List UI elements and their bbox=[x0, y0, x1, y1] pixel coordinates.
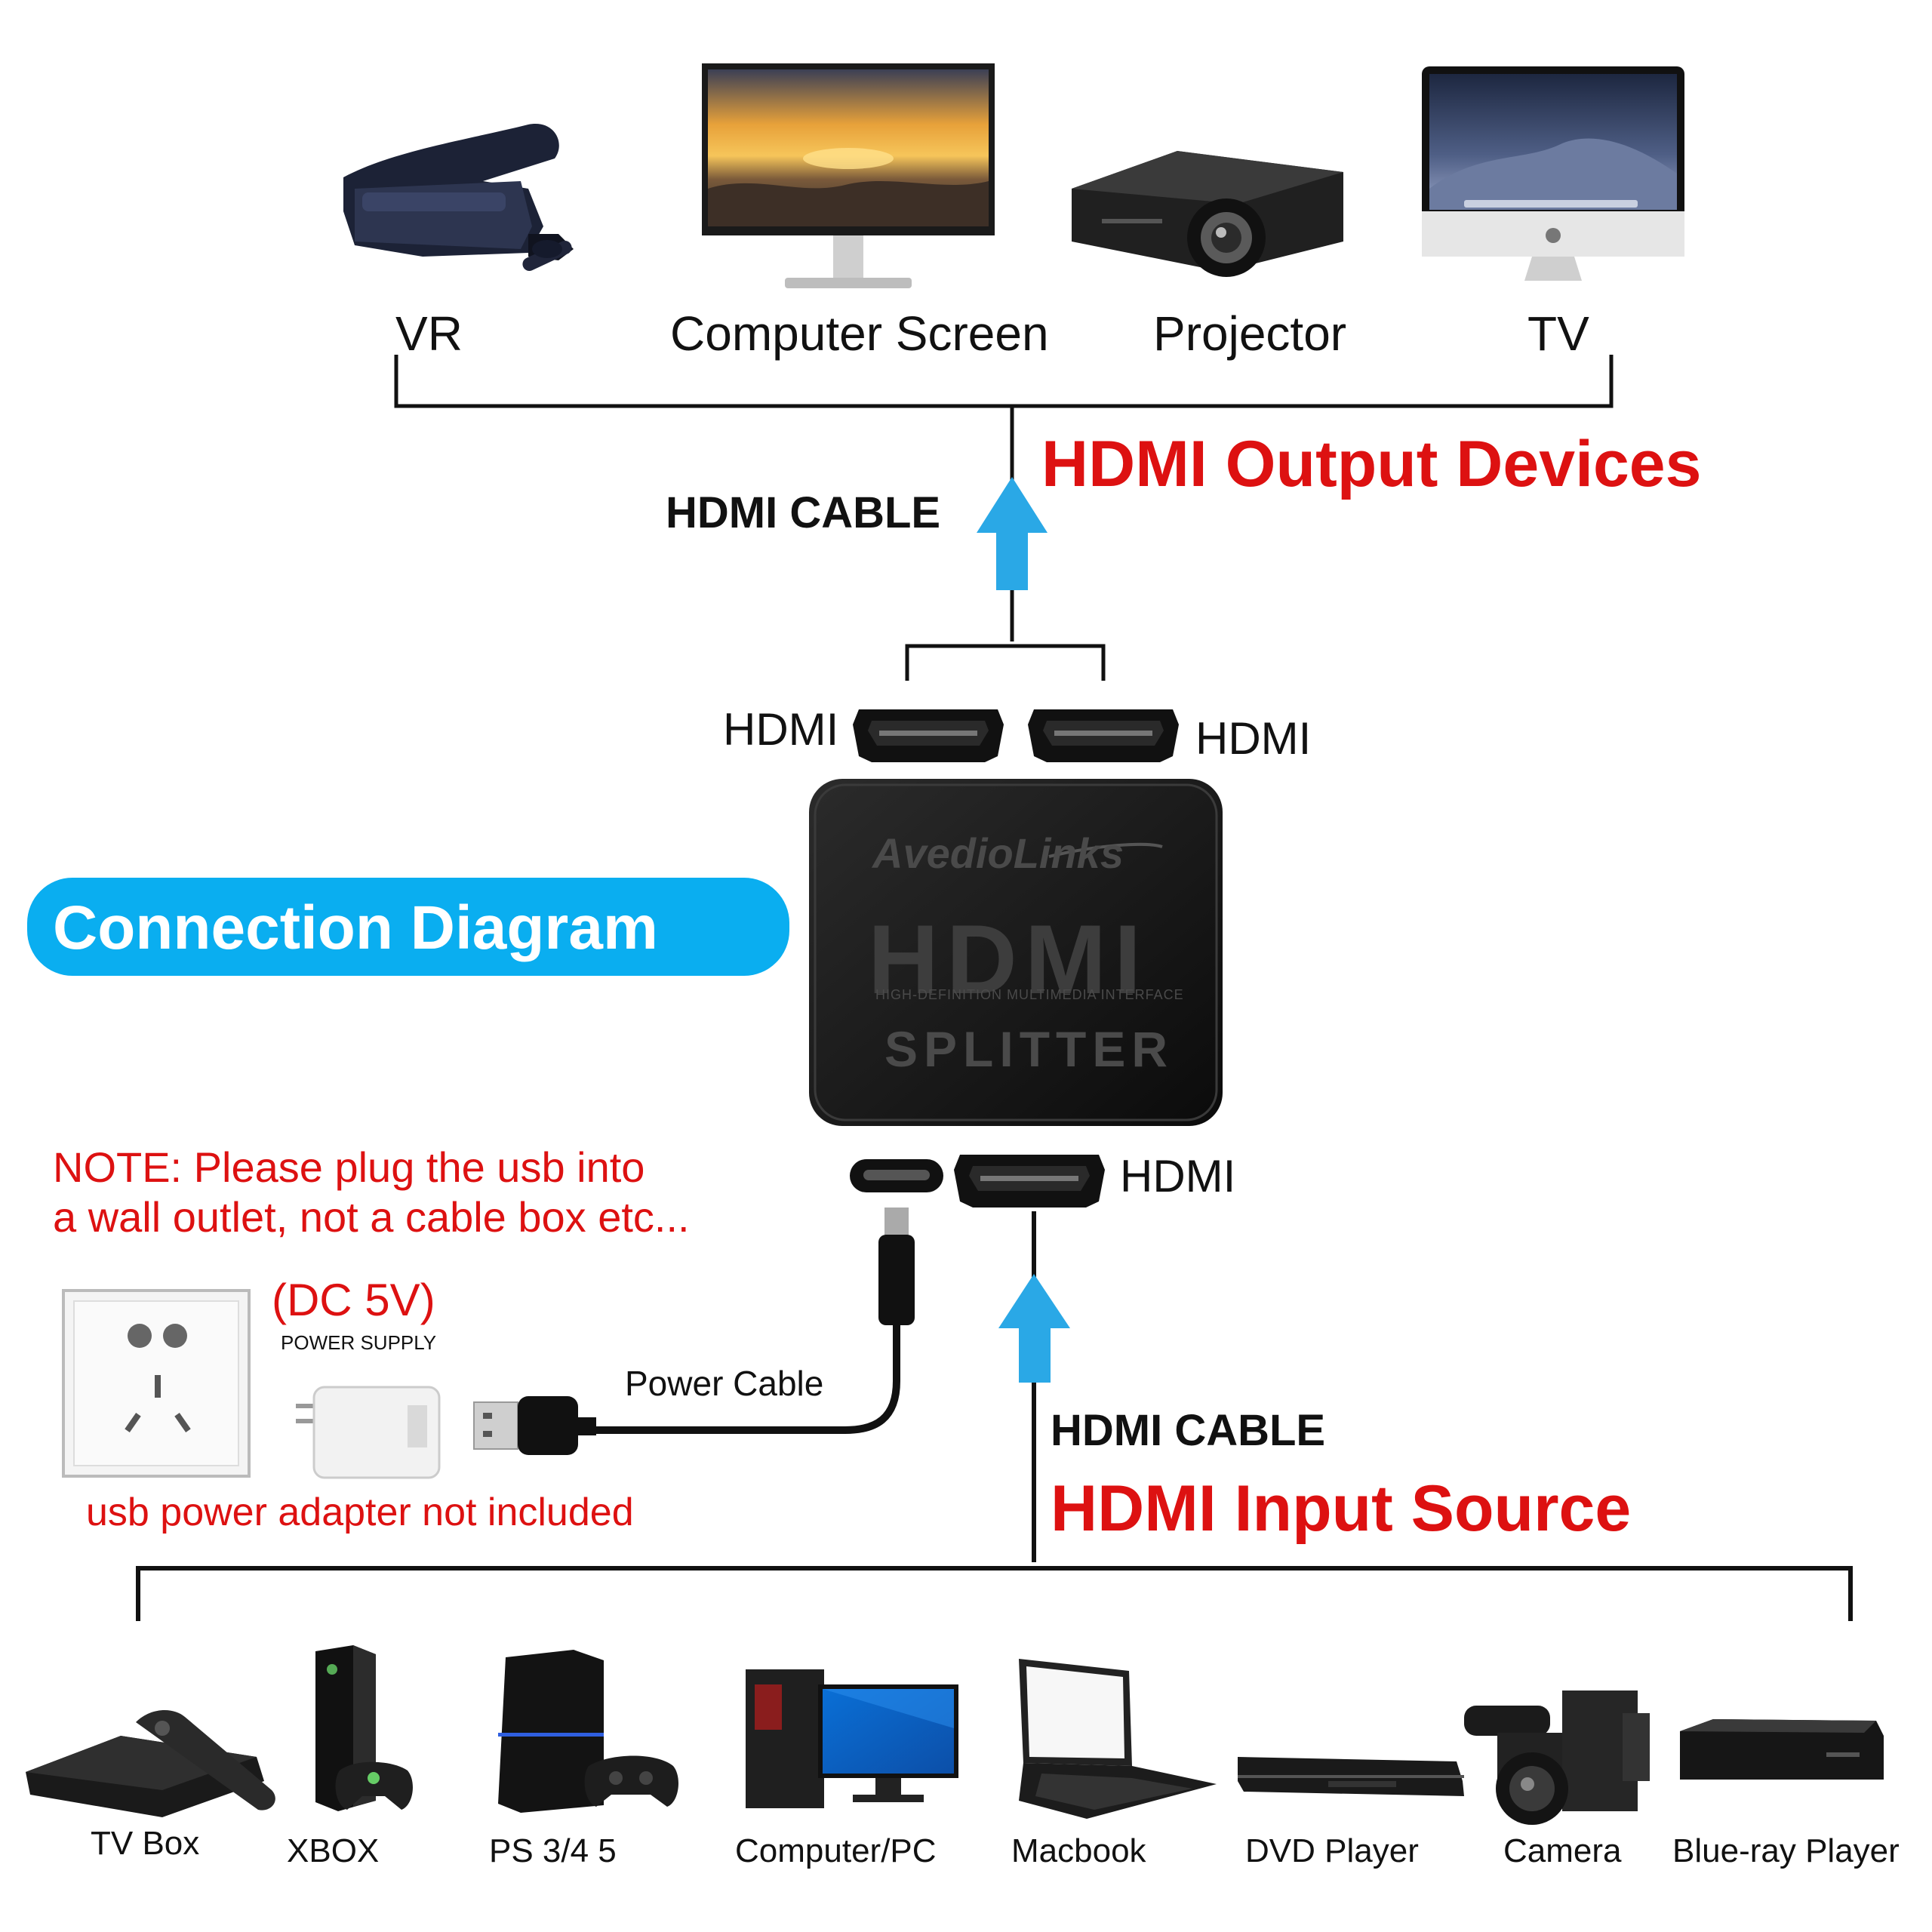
desktop-pc-icon bbox=[746, 1669, 958, 1808]
note-line-2: a wall outlet, not a cable box etc... bbox=[53, 1193, 690, 1241]
hdmi-out-port-right bbox=[1028, 709, 1179, 762]
power-voltage: (DC 5V) bbox=[272, 1275, 435, 1325]
output-devices-heading: HDMI Output Devices bbox=[1041, 428, 1702, 500]
adapter-note: usb power adapter not included bbox=[86, 1491, 634, 1534]
output-device-label-projector: Projector bbox=[1153, 306, 1347, 361]
hdmi-out-right-label: HDMI bbox=[1195, 713, 1312, 764]
vr-headset-icon bbox=[343, 124, 574, 271]
note-line-1: NOTE: Please plug the usb into bbox=[53, 1143, 645, 1191]
output-device-label-computer-screen: Computer Screen bbox=[670, 306, 1049, 361]
input-source-heading: HDMI Input Source bbox=[1051, 1472, 1632, 1545]
laptop-icon bbox=[1019, 1659, 1217, 1819]
splitter-brand: AvedioLinks bbox=[872, 829, 1124, 877]
video-camera-icon bbox=[1464, 1690, 1650, 1825]
output-device-label-vr: VR bbox=[395, 306, 463, 361]
input-label-ps: PS 3/4 5 bbox=[489, 1832, 617, 1869]
bluray-player-icon bbox=[1680, 1719, 1884, 1780]
input-cable-label: HDMI CABLE bbox=[1051, 1406, 1326, 1455]
hdmi-out-port-left bbox=[853, 709, 1004, 762]
wall-outlet-icon bbox=[62, 1289, 251, 1478]
output-device-label-tv: TV bbox=[1527, 306, 1589, 361]
splitter-hdmi-logo: HDMI bbox=[868, 904, 1149, 1014]
input-label-computer-pc: Computer/PC bbox=[735, 1832, 937, 1869]
input-label-xbox: XBOX bbox=[287, 1832, 380, 1869]
input-label-macbook: Macbook bbox=[1011, 1832, 1146, 1869]
input-label-tv-box: TV Box bbox=[91, 1825, 200, 1862]
hdmi-in-label: HDMI bbox=[1120, 1151, 1236, 1201]
power-cable-label: Power Cable bbox=[625, 1364, 824, 1403]
input-arrow bbox=[998, 1274, 1070, 1383]
output-cable-label: HDMI CABLE bbox=[666, 488, 941, 537]
power-supply-label: POWER SUPPLY bbox=[281, 1331, 437, 1354]
badge-title: Connection Diagram bbox=[53, 894, 658, 962]
monitor-icon bbox=[702, 63, 995, 288]
splitter-body bbox=[809, 779, 1223, 1126]
micro-usb-port bbox=[850, 1159, 943, 1192]
tv-box-icon bbox=[26, 1709, 275, 1817]
usb-adapter-icon bbox=[296, 1386, 441, 1479]
input-label-bluray-player: Blue-ray Player bbox=[1672, 1832, 1900, 1869]
all-in-one-tv-icon bbox=[1422, 66, 1684, 281]
input-line bbox=[136, 1211, 1853, 1621]
hdmi-out-left-label: HDMI bbox=[723, 704, 839, 755]
usb-a-plug bbox=[473, 1396, 596, 1455]
splitter-product-name: SPLITTER bbox=[884, 1021, 1174, 1077]
hdmi-in-port bbox=[954, 1155, 1105, 1208]
projector-icon bbox=[1072, 151, 1343, 277]
input-label-camera: Camera bbox=[1503, 1832, 1622, 1869]
playstation-console-icon bbox=[498, 1650, 678, 1813]
xbox-console-icon bbox=[315, 1645, 413, 1811]
output-arrow bbox=[977, 477, 1048, 590]
dvd-player-icon bbox=[1238, 1757, 1464, 1796]
connection-diagram-badge: Connection Diagram bbox=[27, 878, 789, 976]
input-label-dvd-player: DVD Player bbox=[1245, 1832, 1419, 1869]
splitter-logo-subtitle: HIGH-DEFINITION MULTIMEDIA INTERFACE bbox=[875, 987, 1184, 1002]
power-cable bbox=[596, 1208, 915, 1434]
